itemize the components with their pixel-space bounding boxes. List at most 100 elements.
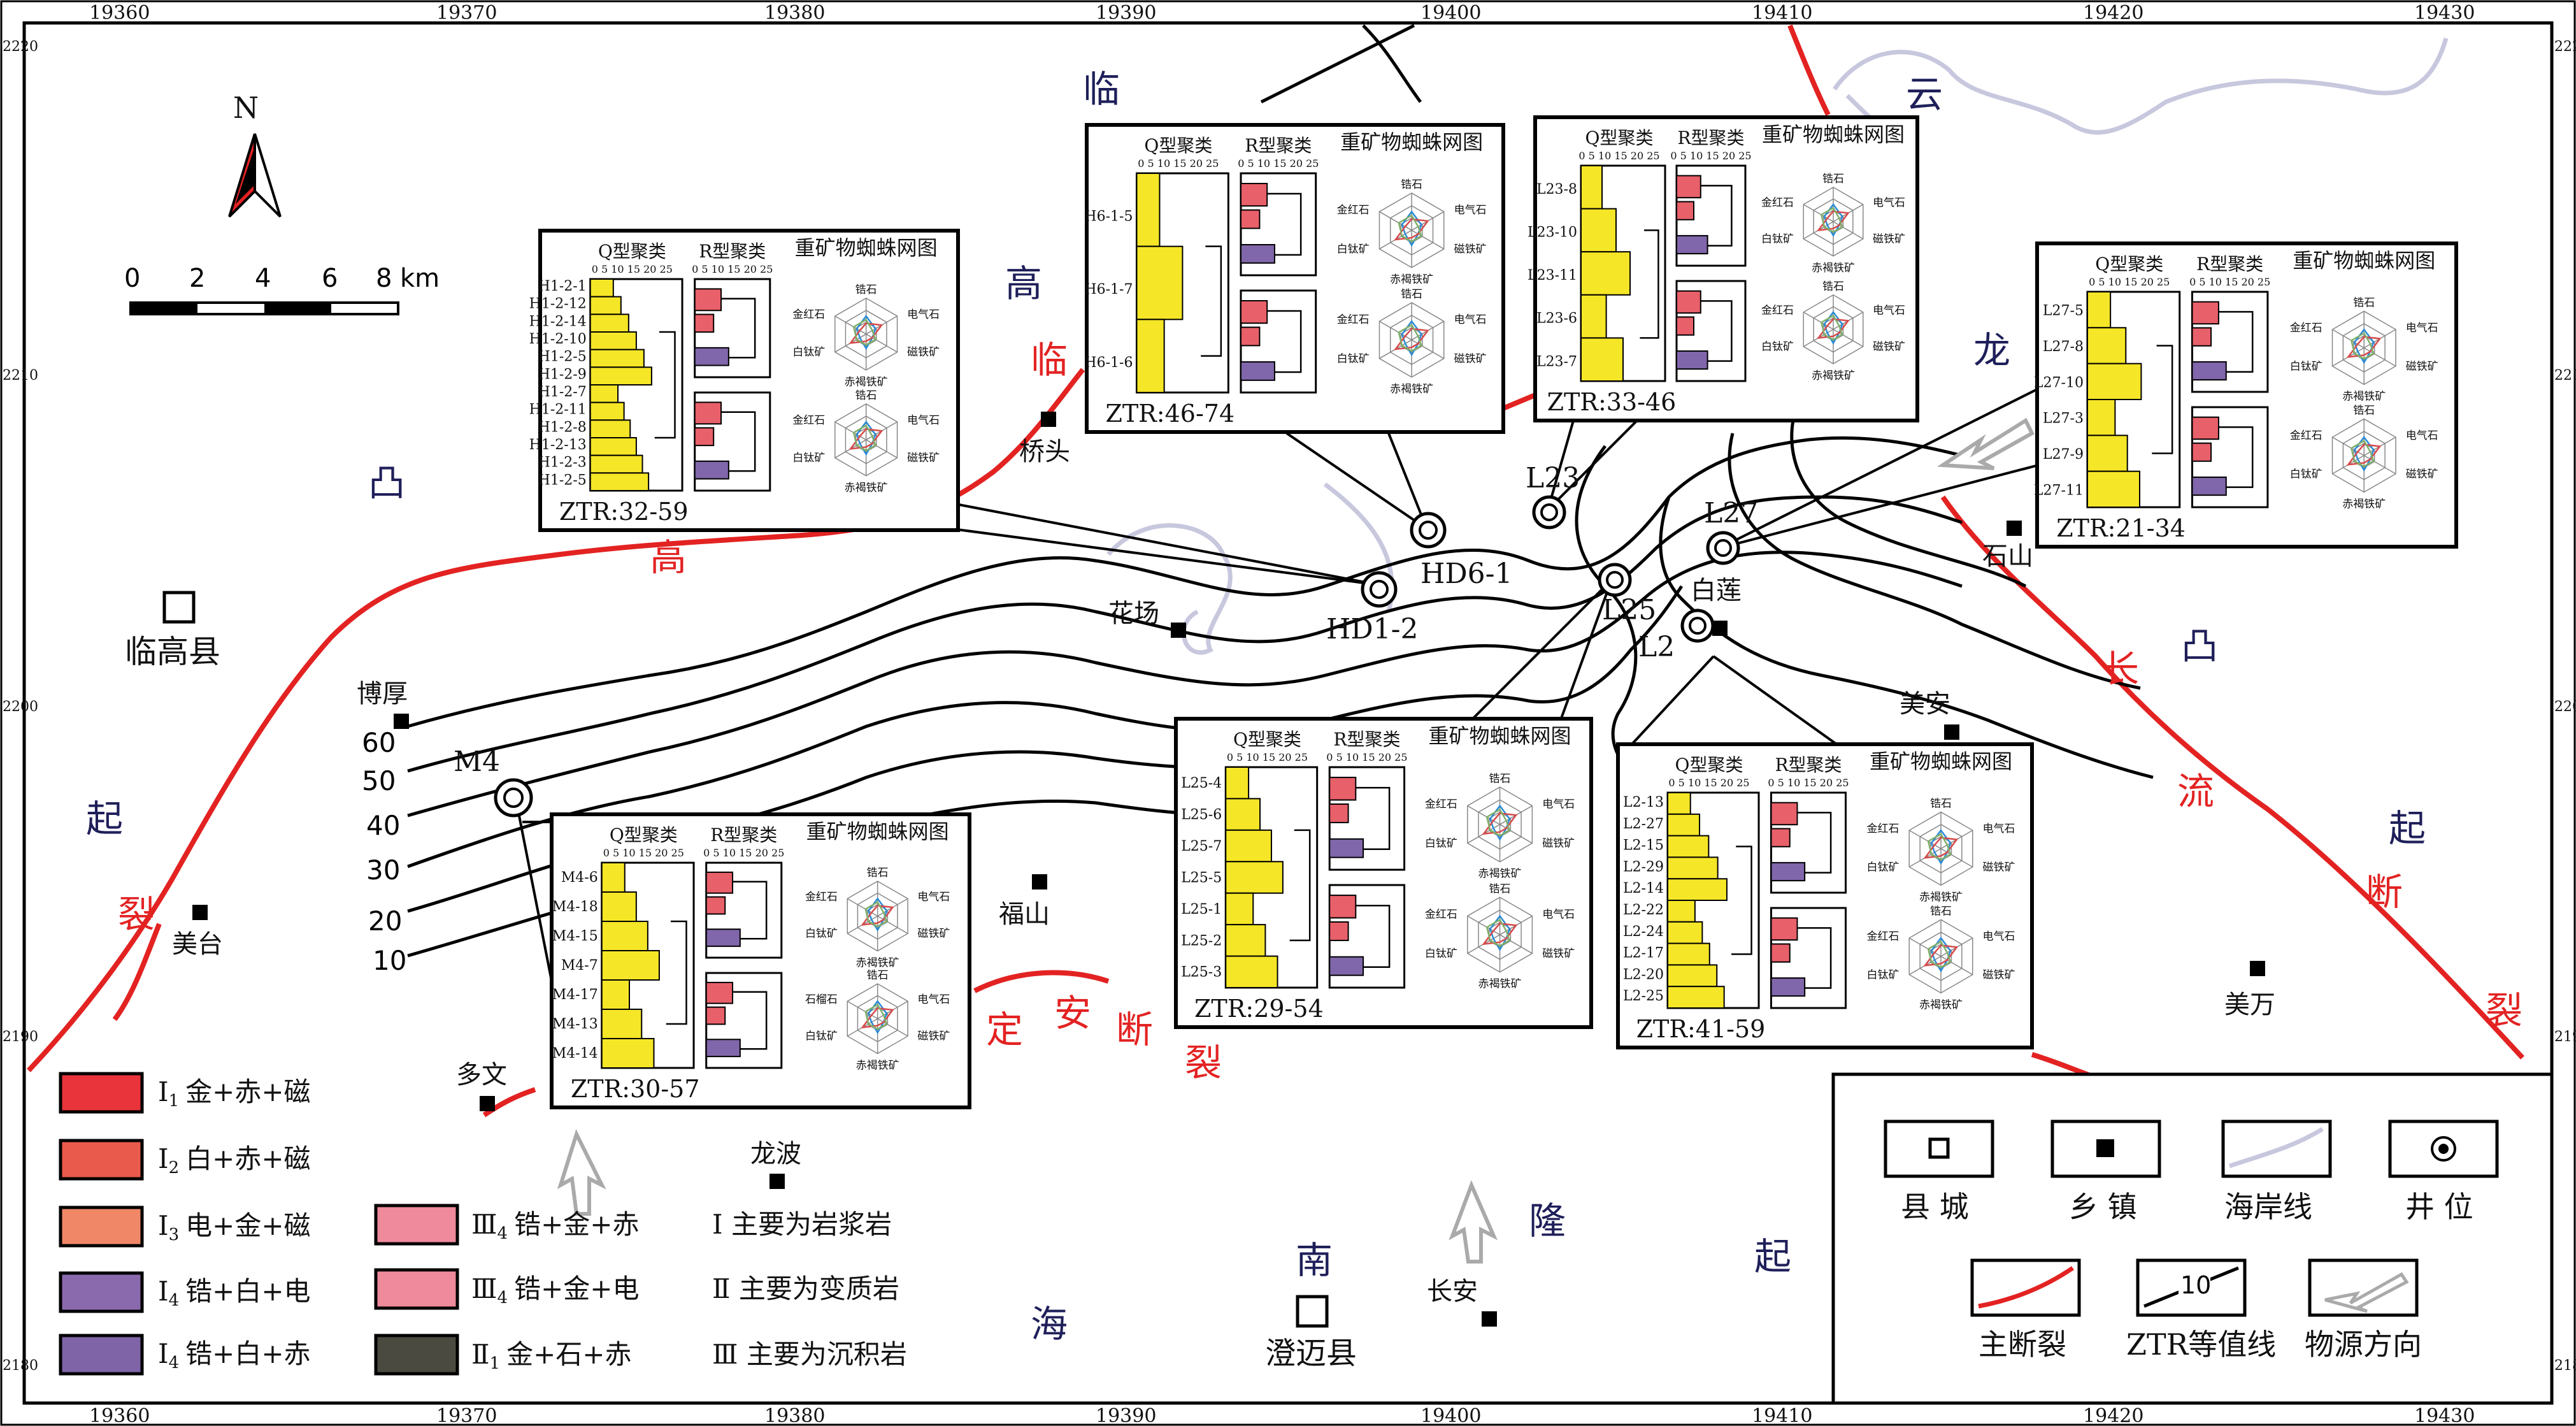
spider-series [1394, 328, 1429, 350]
q-cluster-bar [1667, 792, 1691, 815]
panel-r-ticks: 0 5 10 15 20 25 [2189, 276, 2270, 288]
spider-series [1823, 310, 1843, 345]
sample-label: L2-20 [1623, 967, 1664, 983]
region-label: 裂 [2486, 989, 2522, 1032]
spider-axis [2332, 436, 2365, 456]
town-square [1041, 412, 1056, 427]
spider-series [1482, 812, 1518, 835]
panel-r-ticks: 0 5 10 15 20 25 [1670, 150, 1751, 162]
spider-axis-label: 电气石 [917, 993, 950, 1006]
spider-axis-label: 赤褐铁矿 [2342, 498, 2386, 510]
spider-axis-label: 锆石 [1489, 772, 1511, 785]
panel-q-ticks: 0 5 10 15 20 25 [1138, 157, 1219, 169]
r-bar [1676, 201, 1694, 220]
r-bar [1329, 895, 1357, 919]
region-label: 起 [1754, 1235, 1791, 1278]
q-cluster-bar [589, 349, 645, 368]
spider-axis-label: 锆石 [867, 969, 889, 982]
spider-series [861, 1007, 894, 1028]
region-label: 起 [86, 797, 123, 840]
spider-axis-label: 电气石 [1982, 930, 2015, 943]
r-bar [705, 871, 734, 894]
r-bar [1240, 209, 1261, 229]
panel-header-spider: 重矿物蜘蛛网图 [795, 236, 938, 260]
r-bar [1329, 921, 1349, 941]
panel-header-q: Q型聚类 [2095, 254, 2163, 275]
spider-axis-label: 金红石 [1425, 798, 1457, 811]
q-cluster-bar [1667, 942, 1710, 966]
r-bar [1676, 350, 1708, 370]
x-tick: 19410 [1752, 1405, 1812, 1426]
panel-header-r: R型聚类 [699, 241, 766, 262]
town-square [1712, 621, 1728, 636]
spider-axis [2363, 347, 2396, 367]
q-cluster-bar [589, 331, 637, 350]
spider-axis-label: 电气石 [1542, 798, 1575, 811]
well-label: L27 [1704, 497, 1758, 529]
r-dendro-link [733, 881, 768, 940]
spider-axis-label: 电气石 [907, 308, 940, 321]
spider-axis [1908, 937, 1942, 957]
spider-axis-label: 白钛矿 [2290, 468, 2322, 480]
spider-axis [1467, 915, 1500, 935]
spider-axis-label: 磁铁矿 [917, 928, 950, 940]
q-cluster-bar [589, 313, 629, 333]
region-label: 临 [1083, 68, 1120, 111]
spider-axis-label: 金红石 [805, 891, 838, 904]
spider-axis-label: 赤褐铁矿 [1812, 262, 1855, 275]
spider-axis-label: 电气石 [1873, 305, 1905, 317]
region-label: 裂 [118, 893, 155, 936]
panel-q-ticks: 0 5 10 15 20 25 [1578, 150, 1659, 162]
spider-series [1401, 210, 1422, 247]
q-cluster-bar [1225, 955, 1278, 988]
spider-axis-label: 金红石 [1337, 204, 1370, 217]
spider-series [1820, 206, 1843, 233]
sample-label: L2-15 [1623, 838, 1664, 854]
y-tick: 2190 [2554, 1029, 2576, 1045]
r-dendro-link [1267, 192, 1302, 256]
well-label: M4 [454, 745, 500, 778]
sample-label: L27-8 [2043, 339, 2084, 355]
spider-series [1489, 914, 1511, 951]
well-label: L2 [1638, 631, 1675, 663]
sample-label: H1-2-9 [538, 366, 587, 382]
spider-axis [1379, 211, 1412, 231]
sample-label: L23-10 [1528, 225, 1577, 241]
spider-axis-label: 金红石 [2290, 429, 2322, 442]
y-tick: 2180 [2554, 1358, 2576, 1374]
r-bar [1240, 361, 1275, 381]
spider-series [1923, 944, 1959, 967]
spider-axis-label: 金红石 [1867, 823, 1900, 835]
sample-label: L25-3 [1181, 965, 1222, 981]
sample-label: L2-24 [1623, 924, 1664, 940]
well-label: HD1-2 [1326, 613, 1419, 645]
spider-series [1485, 808, 1511, 837]
town-label: 澄迈县 [1265, 1336, 1357, 1371]
spider-series [848, 428, 884, 450]
r-bar [694, 347, 729, 366]
r-bar [694, 427, 715, 447]
r-bar [1770, 977, 1806, 997]
scale-tick: 6 [322, 264, 338, 293]
well-m4 [494, 778, 533, 817]
sample-label: M4-14 [552, 1046, 598, 1062]
region-label: 裂 [1185, 1041, 1222, 1084]
r-bar [705, 1006, 726, 1025]
x-tick: 19420 [2083, 2, 2143, 24]
region-label: 海 [1031, 1302, 1068, 1346]
spider-axis [834, 421, 867, 440]
panel-ztr-label: ZTR:32-59 [559, 498, 689, 526]
spider-series [1927, 833, 1952, 861]
q-cluster-bar [1136, 319, 1165, 394]
spider-axis-label: 金红石 [792, 414, 825, 427]
spider-axis [866, 333, 898, 353]
town-label: 长安 [1427, 1277, 1478, 1306]
spider-series [2350, 332, 2375, 360]
q-cluster-bar [1667, 986, 1725, 1009]
r-bar [2191, 416, 2219, 440]
r-bar [1240, 183, 1268, 207]
